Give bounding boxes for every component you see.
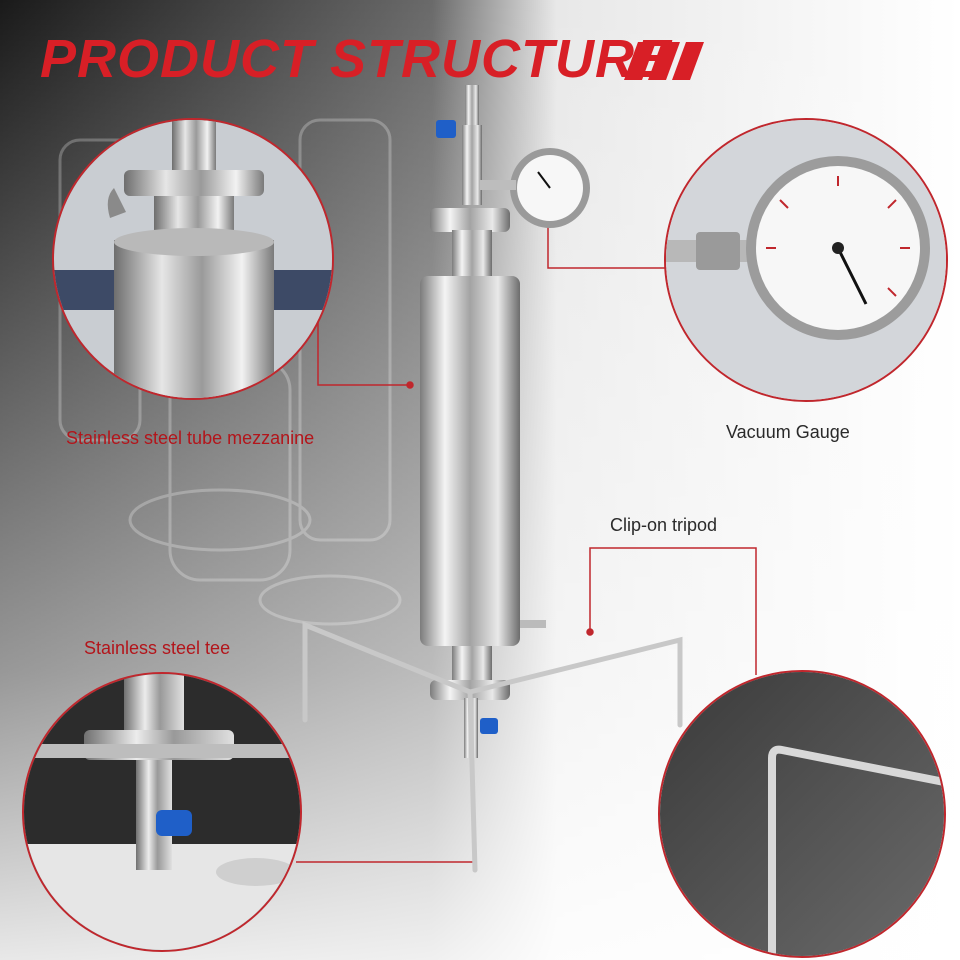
label-stainless-tee: Stainless steel tee	[84, 638, 231, 658]
label-vacuum-gauge: Vacuum Gauge	[726, 422, 850, 442]
title-stripes-decoration	[624, 42, 704, 80]
separator-column-product	[302, 85, 683, 873]
tube-mezzanine-closeup	[52, 118, 334, 400]
label-clip-on-tripod: Clip-on tripod	[610, 515, 718, 535]
stainless-tee-closeup	[22, 672, 302, 952]
tripod-closeup	[658, 670, 946, 958]
vacuum-gauge-closeup	[664, 118, 948, 402]
page-title: PRODUCT STRUCTURE	[40, 29, 672, 89]
label-tube-mezzanine: Stainless steel tube mezzanine	[66, 428, 315, 448]
